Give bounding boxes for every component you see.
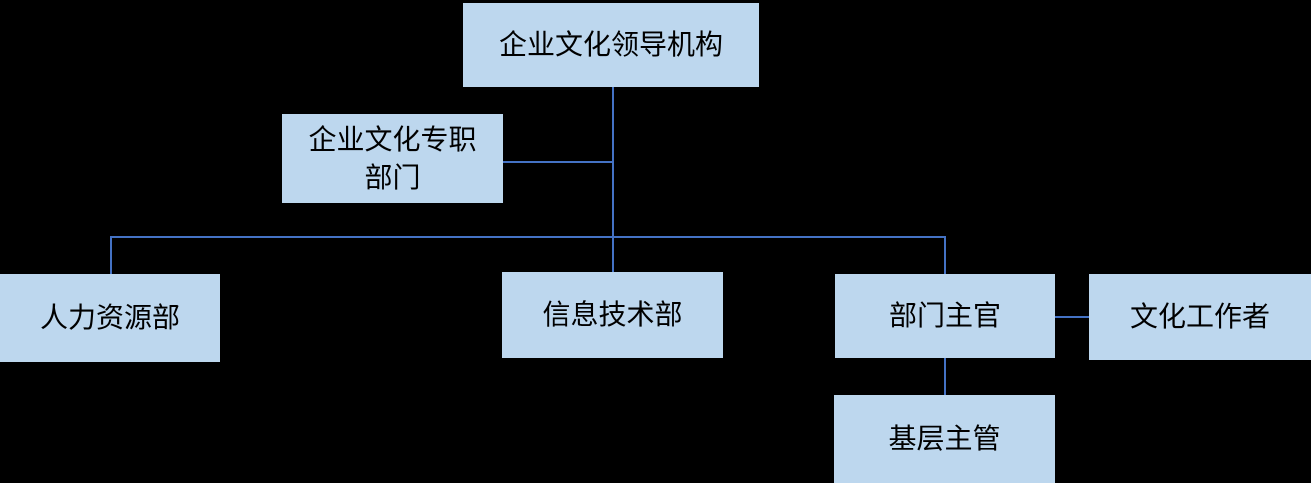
edge-culture-worker-side-link [1055, 316, 1089, 318]
node-hr-department: 人力资源部 [0, 274, 220, 362]
node-department-head: 部门主官 [835, 274, 1055, 358]
node-it-department: 信息技术部 [502, 272, 723, 358]
node-department-head-label: 部门主官 [888, 300, 1001, 332]
node-culture-leadership: 企业文化领导机构 [463, 3, 759, 87]
node-it-department-label: 信息技术部 [542, 299, 683, 331]
node-grassroots-supervisor: 基层主管 [834, 395, 1055, 483]
node-culture-department-label: 企业文化专职 部门 [308, 123, 477, 193]
edge-head-to-grassroots-supervisor [944, 358, 946, 395]
node-hr-department-label: 人力资源部 [39, 302, 180, 334]
node-grassroots-supervisor-label: 基层主管 [888, 423, 1001, 455]
edge-drop-to-department-head [944, 236, 946, 274]
edge-children-bus [110, 236, 946, 238]
node-culture-worker: 文化工作者 [1089, 274, 1311, 360]
edge-drop-to-hr-department [110, 236, 112, 274]
edge-culture-department-side-link [503, 161, 612, 163]
node-culture-department: 企业文化专职 部门 [282, 114, 503, 203]
node-culture-worker-label: 文化工作者 [1129, 301, 1270, 333]
edge-leadership-trunk [612, 87, 614, 272]
node-culture-leadership-label: 企业文化领导机构 [498, 29, 723, 61]
